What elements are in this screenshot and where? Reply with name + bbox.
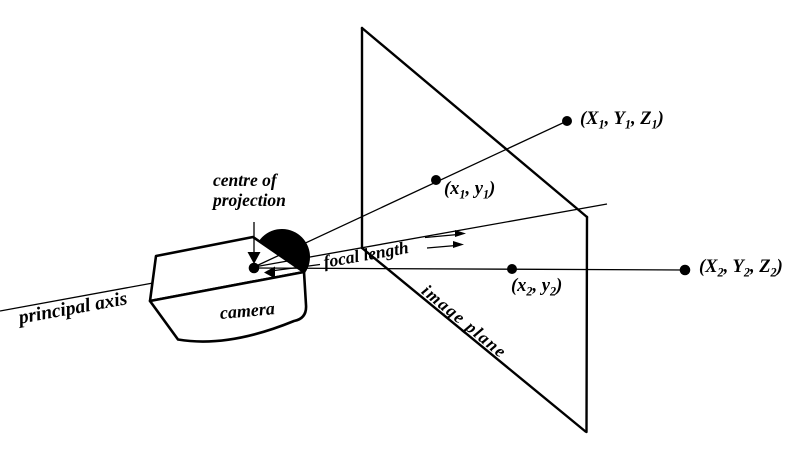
image-plane-top-edge xyxy=(360,26,589,219)
centre-of-projection-dot xyxy=(248,262,260,274)
image-plane-outline xyxy=(360,26,589,434)
ray-to-point1 xyxy=(253,120,568,268)
image-plane-right-edge xyxy=(585,215,589,434)
focal-arrowhead-left xyxy=(264,266,275,279)
focal-length-upper-arrow-segment xyxy=(424,233,459,239)
focal-arrowhead-right-lower xyxy=(453,241,464,248)
principal-axis-line-left xyxy=(0,282,154,312)
image-point2-dot xyxy=(507,264,517,274)
world-point2-label: (X2, Y2, Z2) xyxy=(699,257,783,280)
lens-half-disk xyxy=(259,228,311,273)
image-point1-dot xyxy=(431,175,441,185)
world-point2-dot xyxy=(679,264,691,276)
cop-pointer-arrowhead-down xyxy=(247,252,261,264)
focal-length-line-left-segment xyxy=(266,263,321,273)
focal-length-line-right-segment xyxy=(426,244,457,249)
world-point1-label: (X1, Y1, Z1) xyxy=(580,109,664,132)
image-plane-bottom-edge xyxy=(360,246,587,433)
image-point2-label: (x2, y2) xyxy=(511,276,563,299)
projection-rays xyxy=(253,120,686,273)
image-point1-label: (x1, y1) xyxy=(444,179,496,202)
world-point1-dot xyxy=(562,116,572,126)
principal-axis-line-right xyxy=(253,203,608,268)
focal-arrowhead-right-upper xyxy=(455,230,466,237)
ray-to-point2 xyxy=(253,267,686,271)
camera-box-front-face xyxy=(148,270,308,343)
centre-of-projection-label: centre of projection xyxy=(213,170,286,210)
camera-box xyxy=(148,235,308,343)
